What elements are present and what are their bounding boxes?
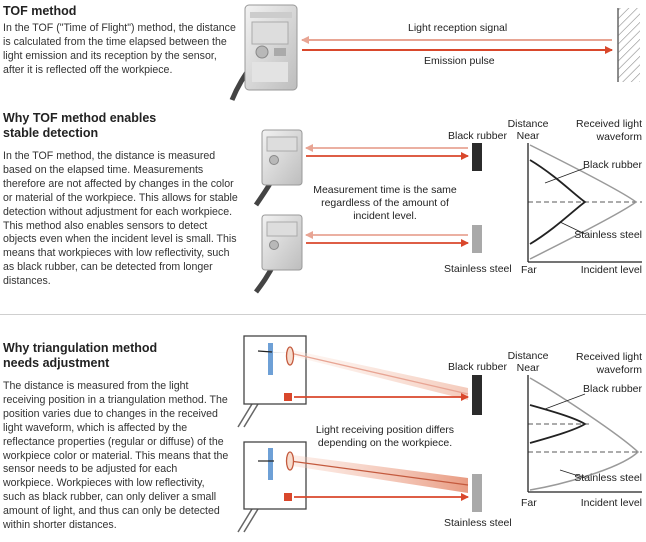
tri-black-label: Black rubber (448, 361, 507, 373)
wall-hatch-icon (617, 8, 640, 82)
laser-emitter-icon (284, 493, 292, 501)
reflected-beam-black (292, 350, 468, 400)
stable-received-label: Received light waveform (576, 118, 642, 143)
tri-waveform-graph (527, 375, 642, 493)
sensor-device-icon (253, 214, 303, 294)
tof-title: TOF method (3, 4, 77, 18)
tri-body: The distance is measured from the light … (3, 380, 229, 532)
tri-received-label: Received light waveform (576, 351, 642, 376)
stable-incident-label: Incident level (580, 264, 642, 276)
stable-curve-black-label: Black rubber (583, 159, 642, 171)
lens-icon (285, 451, 295, 471)
stable-note: Measurement time is the same regardless … (313, 184, 457, 222)
sensor-device-icon (237, 335, 307, 428)
stable-body: In the TOF method, the distance is measu… (3, 150, 238, 288)
receiver-element-icon (268, 448, 273, 480)
sensor-device-icon (253, 129, 303, 207)
black-rubber-block (472, 375, 482, 415)
tri-curve-black-label: Black rubber (583, 383, 642, 395)
tri-far-label: Far (521, 497, 537, 509)
stable-distance-label: Distance (507, 118, 549, 130)
reception-label: Light reception signal (408, 22, 508, 34)
stable-title: Why TOF method enables stable detection (3, 111, 157, 140)
tri-steel-label: Stainless steel (444, 517, 512, 529)
receiver-element-icon (268, 343, 273, 375)
tri-curve-steel-label: Stainless steel (574, 472, 642, 484)
stable-near-label: Near (516, 130, 540, 142)
tri-incident-label: Incident level (580, 497, 642, 509)
sensor-device-icon (229, 4, 298, 101)
lens-icon (285, 346, 295, 366)
section-divider (0, 314, 646, 315)
tri-note: Light receiving position differs dependi… (315, 424, 455, 449)
emission-label: Emission pulse (424, 55, 495, 67)
tri-near-label: Near (516, 362, 540, 374)
stable-curve-steel-label: Stainless steel (574, 229, 642, 241)
tof-body: In the TOF ("Time of Flight") method, th… (3, 22, 236, 76)
stable-black-label: Black rubber (448, 130, 507, 142)
stable-waveform-graph (527, 143, 642, 263)
laser-emitter-icon (284, 393, 292, 401)
stable-far-label: Far (521, 264, 537, 276)
tri-distance-label: Distance (507, 350, 549, 362)
stainless-steel-block (472, 474, 482, 512)
black-rubber-block (472, 143, 482, 171)
stable-steel-label: Stainless steel (444, 263, 512, 275)
tri-title: Why triangulation method needs adjustmen… (3, 341, 158, 370)
stainless-steel-block (472, 225, 482, 253)
reflected-beam-steel (292, 455, 468, 493)
